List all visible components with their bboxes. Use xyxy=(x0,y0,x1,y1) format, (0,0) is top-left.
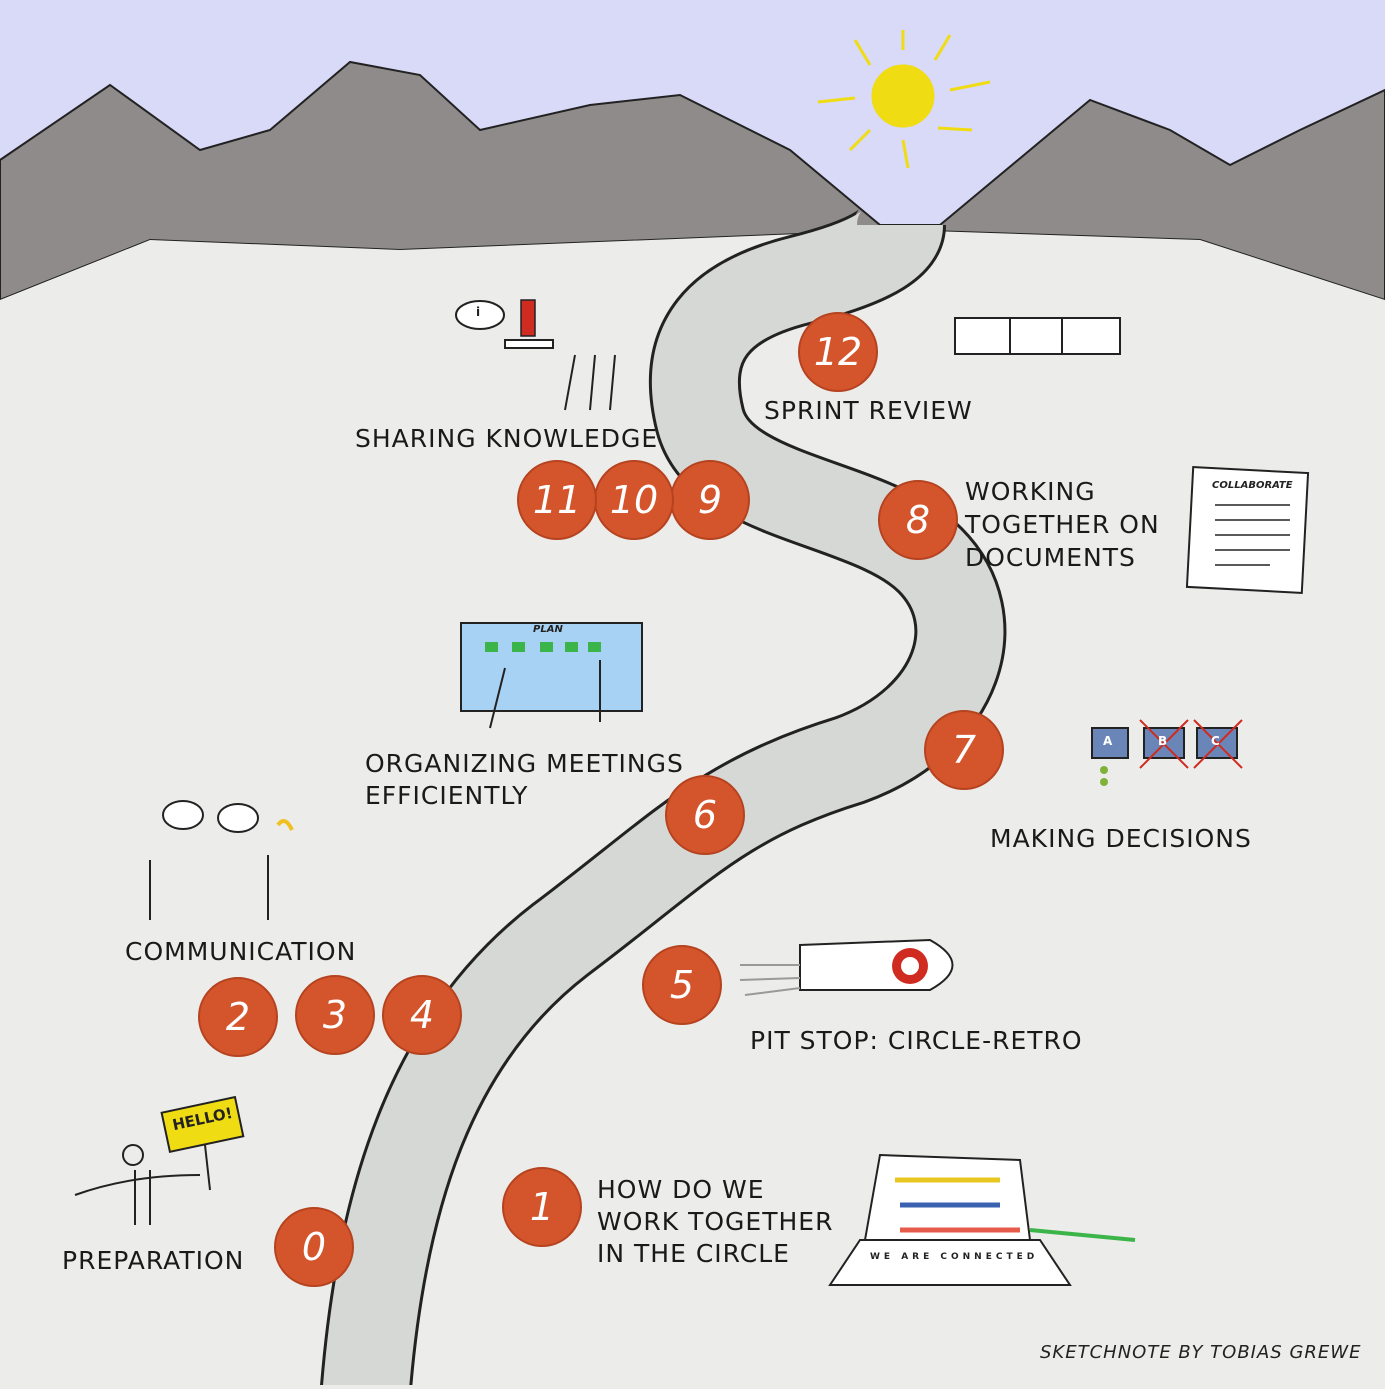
step-7: 7 xyxy=(924,710,1004,790)
road xyxy=(319,206,1007,1389)
plan-board-text: PLAN xyxy=(533,624,563,635)
label-preparation: PREPARATION xyxy=(62,1246,245,1275)
step-9: 9 xyxy=(670,460,750,540)
step-5: 5 xyxy=(642,945,722,1025)
puzzle-illustration xyxy=(954,317,1121,355)
option-b: B xyxy=(1158,734,1168,748)
info-symbol: i xyxy=(476,305,481,319)
label-organizing-meetings: ORGANIZING MEETINGS EFFICIENTLY xyxy=(365,749,684,810)
laptop-keys-text: WE ARE CONNECTED xyxy=(870,1252,1039,1262)
step-3: 3 xyxy=(295,975,375,1055)
step-12: 12 xyxy=(798,312,878,392)
label-pit-stop: PIT STOP: CIRCLE-RETRO xyxy=(750,1026,1083,1055)
document-illustration xyxy=(1185,465,1310,594)
label-making-decisions: MAKING DECISIONS xyxy=(990,824,1252,853)
option-a: A xyxy=(1103,734,1113,748)
step-0: 0 xyxy=(274,1207,354,1287)
label-communication: COMMUNICATION xyxy=(125,937,357,966)
step-8: 8 xyxy=(878,480,958,560)
step-6: 6 xyxy=(665,775,745,855)
plan-board-illustration xyxy=(460,622,643,729)
step-2: 2 xyxy=(198,977,278,1057)
label-sprint-review: SPRINT REVIEW xyxy=(764,396,973,425)
decision-boxes-illustration xyxy=(1091,719,1243,786)
knowledge-illustration xyxy=(455,299,616,411)
hello-sign-illustration xyxy=(74,1095,245,1225)
step-1: 1 xyxy=(502,1167,582,1247)
label-working-documents: WORKING TOGETHER ON DOCUMENTS xyxy=(965,477,1160,572)
label-sharing-knowledge: SHARING KNOWLEDGE xyxy=(355,424,659,453)
step-4: 4 xyxy=(382,975,462,1055)
document-title-text: COLLABORATE xyxy=(1212,480,1293,491)
step-10: 10 xyxy=(594,460,674,540)
option-c: C xyxy=(1211,734,1220,748)
rocket-illustration xyxy=(739,938,954,996)
label-work-together-circle: HOW DO WE WORK TOGETHER IN THE CIRCLE xyxy=(597,1175,834,1268)
signature: SKETCHNOTE BY TOBIAS GREWE xyxy=(1040,1342,1362,1363)
communication-illustration xyxy=(149,800,294,920)
step-11: 11 xyxy=(517,460,597,540)
laptop-illustration xyxy=(828,1153,1136,1286)
sun-icon xyxy=(817,30,991,169)
